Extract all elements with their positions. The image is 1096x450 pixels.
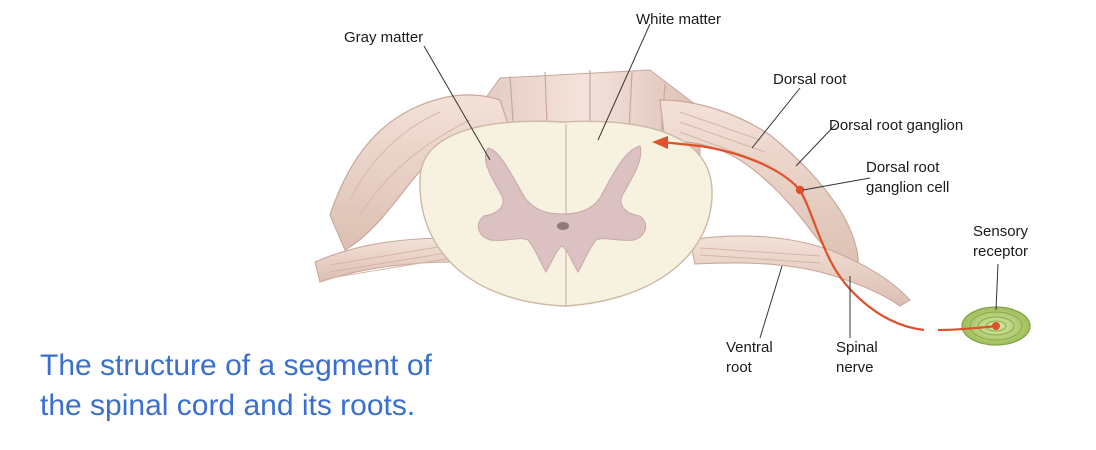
central-canal <box>557 222 569 230</box>
label-dorsal-root: Dorsal root <box>773 71 847 88</box>
right-ventral-root <box>689 235 911 307</box>
ganglion-cell-body <box>795 185 805 195</box>
receptor-terminal <box>992 322 1000 330</box>
label-dorsal-root-ganglion-cell: Dorsal root ganglion cell <box>866 159 949 196</box>
label-sensory-receptor: Sensory receptor <box>973 223 1032 260</box>
fiber-arrowhead <box>652 136 668 149</box>
left-ventral-root <box>314 237 456 283</box>
afferent-nerve-fiber <box>652 136 1000 332</box>
label-dorsal-root-ganglion: Dorsal root ganglion <box>829 117 963 134</box>
gray-matter-region <box>477 145 647 273</box>
label-gray-matter: Gray matter <box>344 29 423 46</box>
caption-line-1: The structure of a segment of <box>40 349 432 382</box>
figure-caption: The structure of a segment of the spinal… <box>40 346 660 426</box>
caption-line-2: the spinal cord and its roots. <box>40 389 416 422</box>
label-ventral-root: Ventral root <box>726 339 777 376</box>
label-white-matter: White matter <box>636 11 721 28</box>
leader-lines <box>423 23 999 339</box>
label-spinal-nerve: Spinal nerve <box>836 339 882 376</box>
